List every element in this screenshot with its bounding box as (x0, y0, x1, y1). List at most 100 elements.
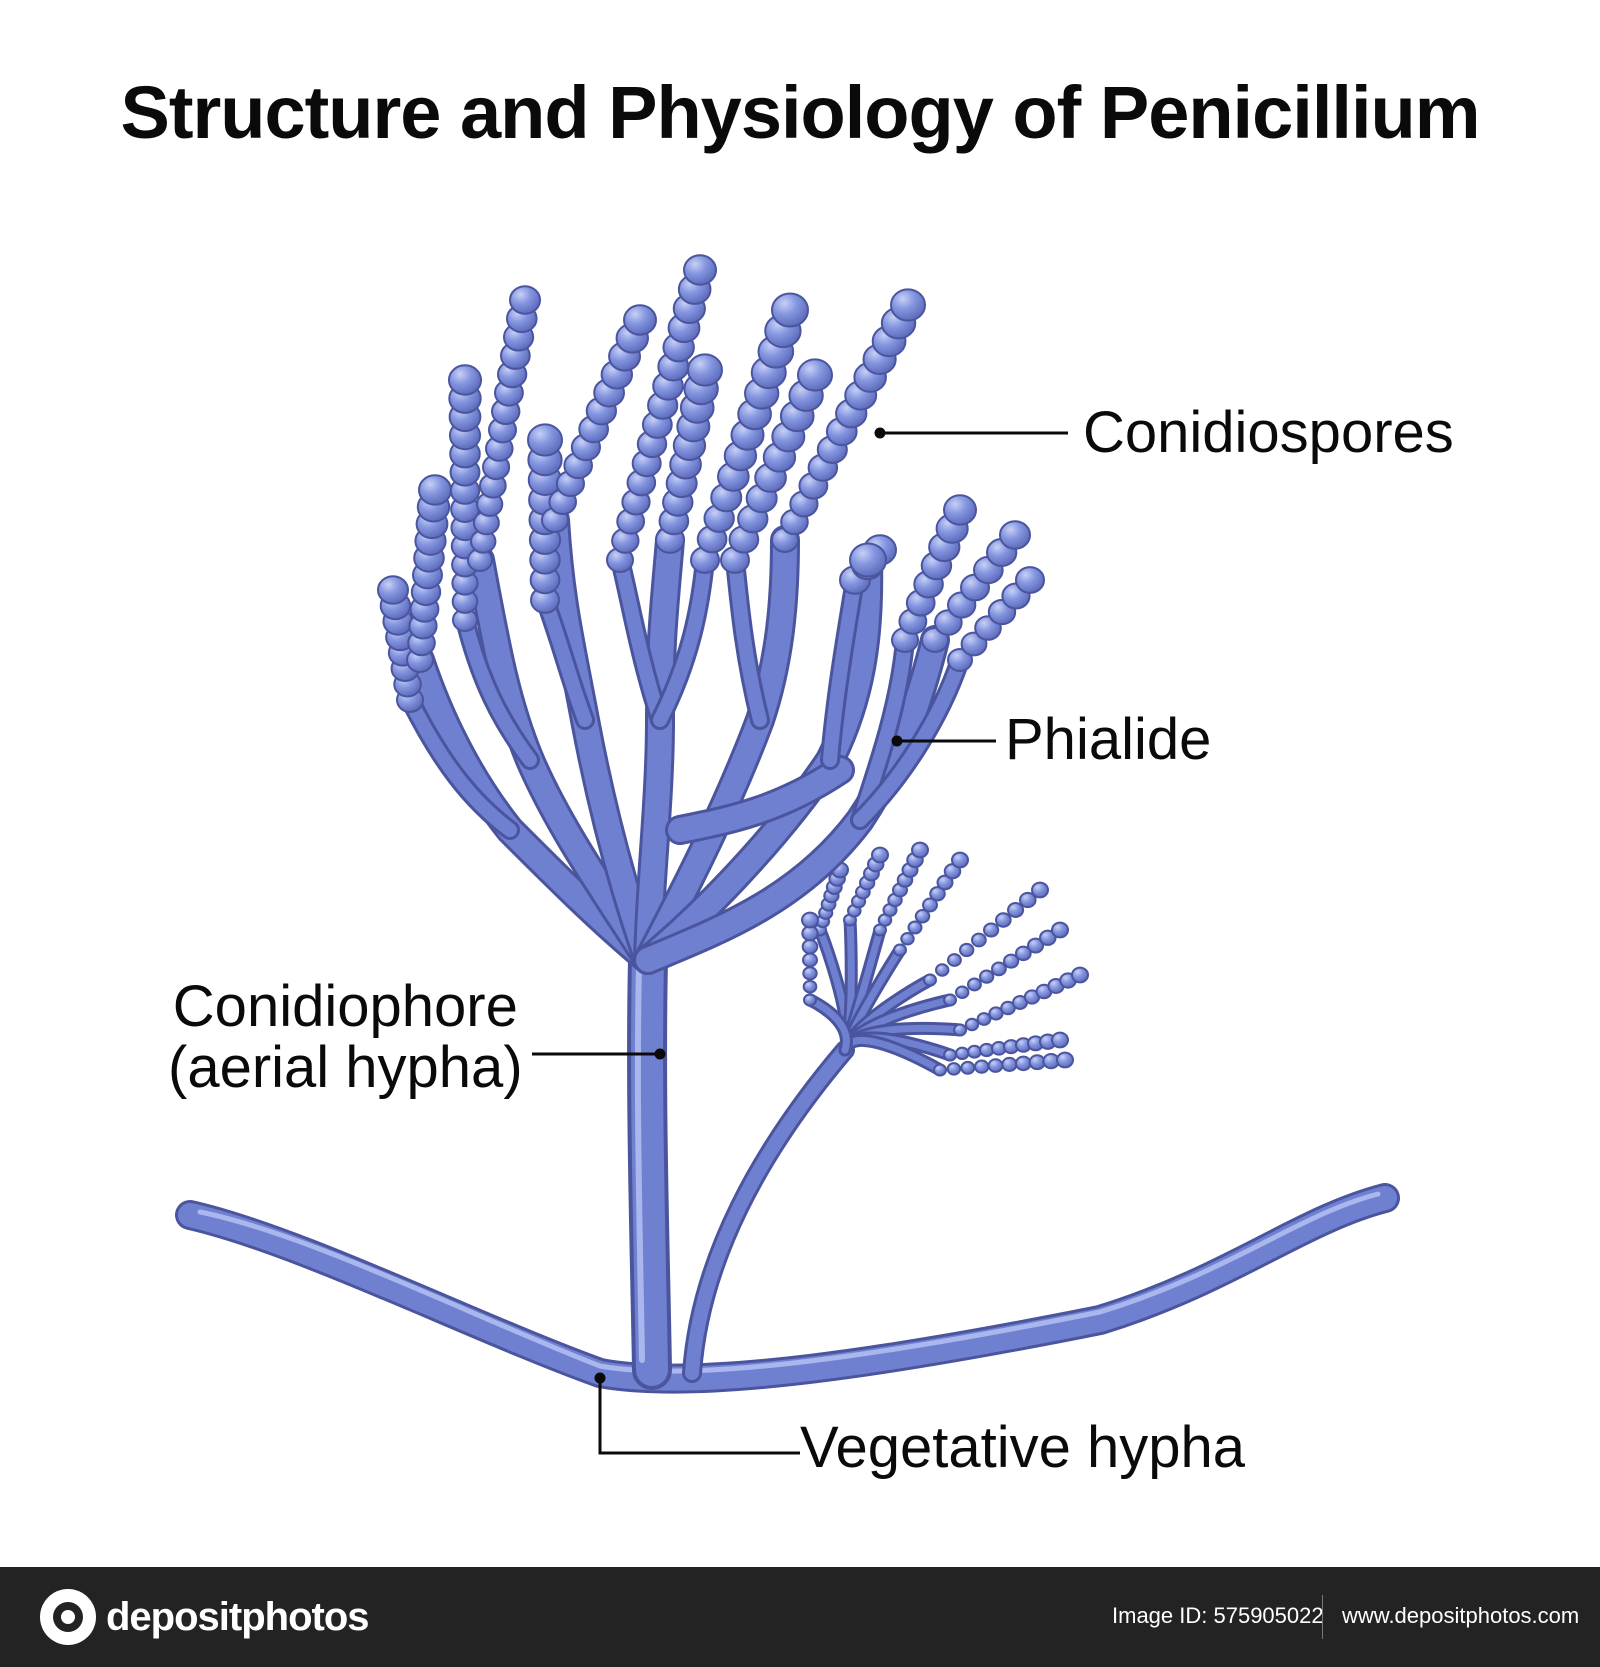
chain-4-spore (509, 285, 541, 315)
small-chain-6-spore (1003, 953, 1020, 969)
small-chain-4-spore (951, 851, 969, 869)
small-chain-5-spore (935, 963, 950, 977)
small-chain-4-spore (914, 909, 931, 924)
secondary-conidiophore (682, 841, 1089, 1383)
phialide-6 (728, 553, 767, 727)
chain-6-spore (623, 304, 657, 336)
small-chain-4-spore (893, 943, 907, 957)
image-id: Image ID: 575905022 (1112, 1603, 1324, 1628)
chain-9-spore (771, 292, 809, 328)
chain-2-spore (418, 474, 452, 506)
chain-8-spore (687, 353, 723, 387)
stock-footer-bar: depositphotos Image ID: 575905022 www.de… (0, 1567, 1600, 1667)
small-chain-9-spore (960, 1060, 976, 1075)
small-chain-10-spore (803, 993, 817, 1007)
leader-dot-phialide (891, 735, 903, 747)
chain-7-spore (683, 254, 717, 286)
small-chain-7-spore (1071, 966, 1089, 984)
small-chain-4-spore (929, 886, 946, 902)
chain-3-spore (448, 364, 482, 396)
label-phialide: Phialide (1005, 707, 1212, 772)
camera-aperture-icon (40, 1589, 96, 1645)
chain-11-spore (890, 288, 926, 322)
small-chain-6-spore (991, 961, 1007, 977)
label-conidiophore-line2: (aerial hypha) (168, 1034, 523, 1100)
small-chain-5-spore (971, 932, 987, 948)
small-chain-9-spore (974, 1059, 990, 1074)
small-chain-3-spore (911, 841, 929, 859)
penicillium-illustration (175, 254, 1400, 1455)
small-chain-2-spore (871, 846, 889, 864)
small-chain-8-spore (955, 1046, 970, 1061)
small-chain-9-spore (1001, 1056, 1018, 1072)
small-chain-5-spore (983, 922, 1000, 938)
leader-lines (532, 427, 1068, 1455)
small-chain-6-spore (1015, 945, 1032, 962)
small-chain-9-spore (933, 1063, 947, 1077)
small-chain-7-spore (988, 1006, 1004, 1021)
main-branches (400, 505, 970, 975)
phialide-9 (853, 653, 967, 827)
brand-logo[interactable]: depositphotos (40, 1587, 370, 1647)
label-conidiophore: Conidiophore (aerial hypha) (168, 974, 523, 1100)
label-conidiospores: Conidiospores (1083, 400, 1454, 465)
small-chain-6-spore (1051, 921, 1069, 939)
chain-10-spore (797, 358, 833, 392)
small-chain-6-spore (1039, 929, 1057, 946)
chain-16-spore (1015, 566, 1045, 594)
small-chain-9-spore (1015, 1055, 1032, 1072)
small-chain-5-spore (923, 973, 937, 987)
leader-line-vegetative (598, 1378, 800, 1455)
small-chain-5-spore (947, 953, 962, 967)
chain-16-spore (947, 647, 973, 673)
chain-14-spore (943, 494, 977, 526)
phialide-7 (823, 573, 862, 767)
phialide-5 (653, 553, 712, 727)
small-chain-10-spore (801, 925, 819, 942)
site-url-link[interactable]: www.depositphotos.com (1342, 1603, 1580, 1628)
small-chain-9-spore (1056, 1051, 1074, 1069)
leader-dot-conidiospores (874, 427, 886, 439)
diagram-title: Structure and Physiology of Penicillium (120, 71, 1480, 154)
phialide-4 (613, 553, 667, 727)
small-chain-5-spore (1019, 891, 1037, 909)
small-chain-9-spore (987, 1058, 1004, 1073)
small-chain-7-spore (953, 1023, 967, 1037)
small-chain-10-spore (802, 966, 818, 981)
small-chain-9-spore (946, 1062, 962, 1076)
small-chain-5-spore (995, 912, 1012, 928)
penicillium-diagram: Structure and Physiology of Penicillium (120, 71, 1481, 1480)
small-chain-6-spore (1027, 937, 1045, 954)
leader-dot-conidiophore (654, 1048, 666, 1060)
main-conidiophore-stalk (627, 940, 672, 1390)
chain-5-spore (527, 423, 563, 457)
small-chain-4-spore (936, 874, 954, 891)
small-chain-10-spore (802, 979, 818, 994)
small-chain-6-spore (979, 969, 995, 984)
leader-dot-vegetative (594, 1372, 606, 1384)
phialide-cross-branch (668, 758, 852, 842)
small-chain-5-spore (1007, 902, 1025, 918)
small-chain-7-spore (964, 1017, 980, 1032)
small-chain-6-spore (955, 985, 970, 999)
small-chain-4-spore (907, 920, 923, 935)
small-chain-6-spore (943, 993, 957, 1007)
small-chain-4-spore (922, 897, 938, 913)
small-chain-10-spore (802, 952, 818, 968)
small-chain-6-spore (967, 977, 982, 992)
label-vegetative-hypha: Vegetative hypha (800, 1415, 1246, 1480)
vegetative-hypha (175, 1183, 1400, 1394)
small-chain-5-spore (1031, 881, 1049, 899)
phialide-3 (538, 593, 592, 727)
conidiospore-chains (377, 254, 1045, 713)
brand-name: depositphotos (106, 1594, 370, 1639)
small-chain-8-spore (967, 1044, 982, 1059)
small-chain-10-spore (801, 911, 819, 929)
small-chain-8-spore (943, 1048, 957, 1062)
small-chain-5-spore (959, 942, 975, 958)
footer-divider (1322, 1595, 1323, 1639)
small-chain-10-spore (801, 938, 819, 955)
small-chain-8-spore (1051, 1031, 1069, 1049)
label-conidiophore-line1: Conidiophore (172, 974, 518, 1039)
phialide-1 (403, 693, 517, 837)
